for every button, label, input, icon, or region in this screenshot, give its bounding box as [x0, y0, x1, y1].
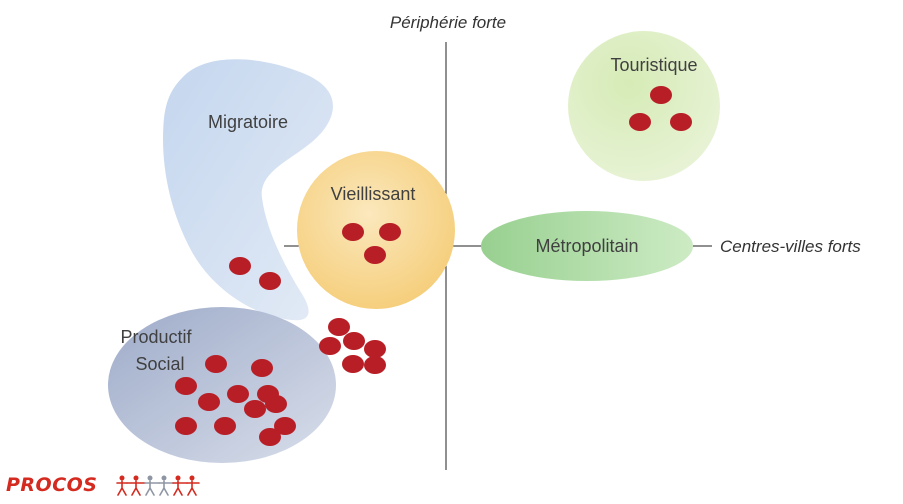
cluster-migratoire-shape: [163, 59, 333, 321]
city-dot: [259, 428, 281, 446]
cluster-touristique-label: Touristique: [610, 55, 697, 75]
city-dot: [343, 332, 365, 350]
city-dot: [227, 385, 249, 403]
city-dot: [265, 395, 287, 413]
city-dot: [650, 86, 672, 104]
city-dot: [342, 223, 364, 241]
cluster-vieillissant-label: Vieillissant: [331, 184, 416, 204]
people-chain-icon: [116, 475, 200, 496]
city-dot: [629, 113, 651, 131]
city-dot: [364, 246, 386, 264]
city-dot: [259, 272, 281, 290]
cluster-vieillissant-shape: [297, 151, 455, 309]
city-dot: [379, 223, 401, 241]
city-dot: [175, 377, 197, 395]
city-dot: [175, 417, 197, 435]
city-dot: [364, 340, 386, 358]
cluster-metropolitain-label: Métropolitain: [535, 236, 638, 256]
city-dot: [274, 417, 296, 435]
axis-label-top: Périphérie forte: [390, 13, 506, 32]
axis-label-right: Centres-villes forts: [720, 237, 861, 256]
city-dot: [342, 355, 364, 373]
city-dot: [364, 356, 386, 374]
cluster-productif-label-line1: Productif: [120, 327, 192, 347]
city-dot: [214, 417, 236, 435]
procos-logo-text: PROCOS: [6, 474, 98, 496]
city-dot: [328, 318, 350, 336]
cluster-touristique-shape: [568, 31, 720, 181]
cluster-productif-label-line2: Social: [135, 354, 184, 374]
city-dot: [670, 113, 692, 131]
city-dot: [244, 400, 266, 418]
cluster-migratoire-label: Migratoire: [208, 112, 288, 132]
city-dot: [319, 337, 341, 355]
city-dot: [205, 355, 227, 373]
city-dot: [229, 257, 251, 275]
city-dot: [251, 359, 273, 377]
cluster-metropolitain-shape: [481, 211, 693, 281]
city-dot: [198, 393, 220, 411]
